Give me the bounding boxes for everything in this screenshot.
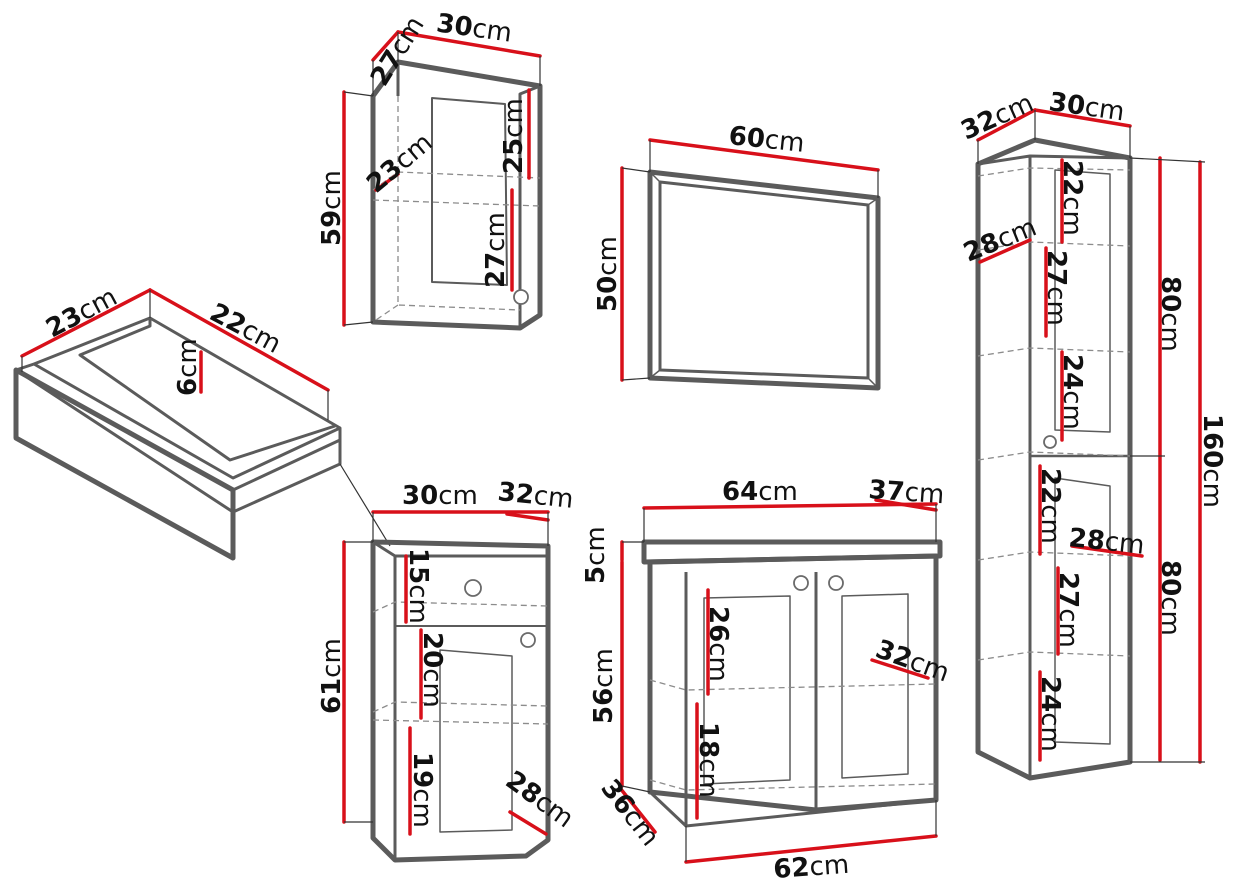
tall-cabinet-shelf-4-label: 22cm [1035,468,1065,544]
tall-cabinet-shelf-1-label: 22cm [1057,160,1087,236]
sink-cabinet-body-height-label: 56cm [589,648,619,724]
mirror-width-label: 60cm [727,121,806,159]
wall-cabinet-height-label: 59cm [317,170,347,246]
small-cabinet-depth-label: 32cm [496,477,575,515]
sink-cabinet [618,498,943,864]
tall-cabinet-upper-height-label: 80cm [1155,276,1185,352]
wall-cabinet-lower-label: 27cm [481,212,511,288]
sink-cabinet-lower-label: 18cm [693,722,723,798]
tall-cabinet-width-label: 30cm [1047,87,1126,127]
wall-cabinet [342,30,543,331]
mirror [620,138,881,391]
small-cabinet-drawer-label: 15cm [403,548,433,624]
wall-cabinet-width-label: 30cm [435,8,514,48]
small-cabinet-height-label: 61cm [317,638,347,714]
tall-cabinet-depth-label: 32cm [957,88,1038,146]
tall-cabinet-shelf-5-label: 27cm [1053,572,1083,648]
drawer [13,288,391,561]
small-cabinet-middle-label: 20cm [417,632,447,708]
sink-cabinet-depth-label: 36cm [594,774,664,852]
small-cabinet-bottom-label: 19cm [407,752,437,828]
tall-cabinet-shelf-3-label: 24cm [1057,354,1087,430]
mirror-height-label: 50cm [593,236,623,312]
small-cabinet-width-label: 30cm [402,481,478,511]
sink-cabinet-upper-label: 26cm [703,606,733,682]
small-cabinet [342,510,551,863]
tall-cabinet [975,108,1206,781]
sink-cabinet-top-depth-label: 37cm [868,475,946,510]
tall-cabinet-lower-height-label: 80cm [1155,560,1185,636]
sink-cabinet-top-width-label: 64cm [722,477,798,507]
tall-cabinet-shelf-6-label: 24cm [1035,676,1065,752]
tall-cabinet-lower-inner-depth-label: 28cm [1067,523,1146,561]
sink-cabinet-top-thickness-label: 5cm [581,526,611,584]
sink-cabinet-body-width-label: 62cm [772,850,850,885]
wall-cabinet-depth-label: 27cm [365,11,431,91]
drawer-depth-label: 22cm [205,298,286,360]
wall-cabinet-upper-label: 25cm [499,98,529,174]
tall-cabinet-total-height-label: 160cm [1197,414,1227,508]
sink-cabinet-inner-depth-label: 32cm [872,634,954,688]
drawer-height-label: 6cm [173,338,203,396]
tall-cabinet-shelf-2-label: 27cm [1041,250,1071,326]
